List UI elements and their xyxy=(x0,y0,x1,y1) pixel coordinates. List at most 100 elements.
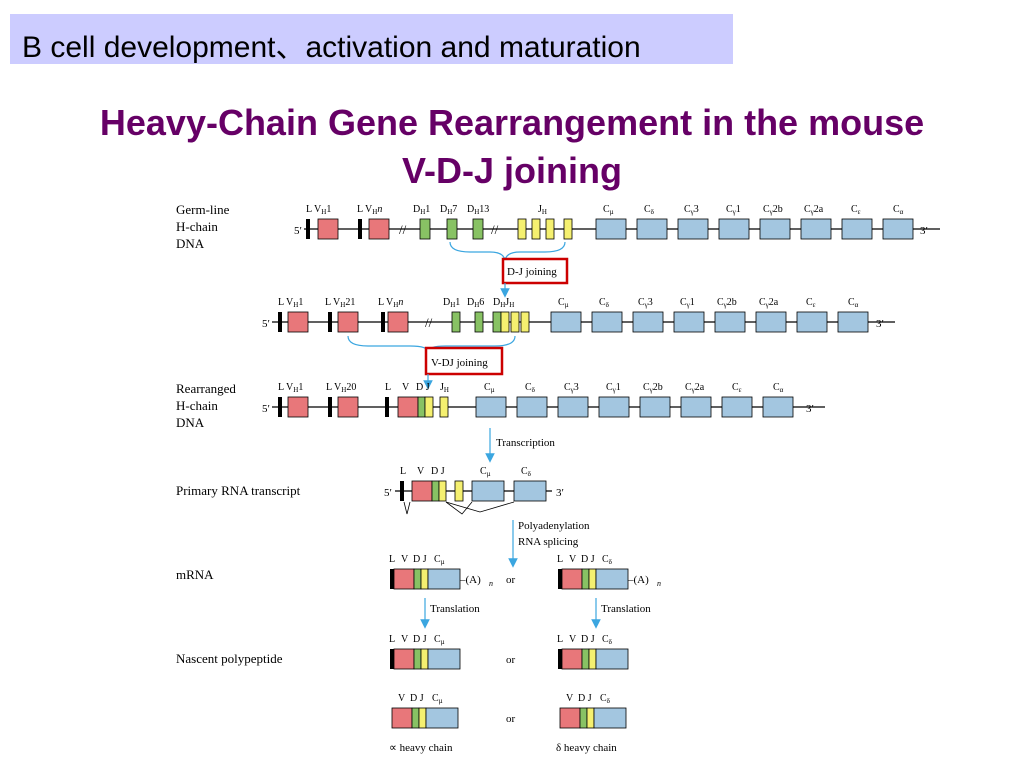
svg-text:Cε: Cε xyxy=(732,382,742,394)
d-segment xyxy=(581,568,590,590)
svg-text:L VH1: L VH1 xyxy=(278,297,303,309)
c-mu-segment xyxy=(550,311,582,333)
rna-splicing-label: RNA splicing xyxy=(518,536,579,548)
svg-text:Cγ2a: Cγ2a xyxy=(759,297,779,309)
svg-text:JH: JH xyxy=(440,382,449,394)
svg-text:L: L xyxy=(557,554,563,565)
svg-text:Cε: Cε xyxy=(806,297,816,309)
c-gamma2a-segment xyxy=(755,311,787,333)
c-gamma3-segment xyxy=(677,218,709,240)
or-text-nascent: or xyxy=(506,654,516,666)
svg-text:Cµ: Cµ xyxy=(434,634,445,646)
d-segment xyxy=(413,648,422,670)
break-mark: // xyxy=(491,222,499,237)
svg-text:Cγ1: Cγ1 xyxy=(726,204,741,216)
c-mu-segment xyxy=(427,648,461,670)
dj-joining-label: D-J joining xyxy=(507,266,557,278)
v-segment xyxy=(393,648,415,670)
c-mu-segment xyxy=(425,707,459,729)
j-segment xyxy=(418,707,427,729)
svg-text:Cγ3: Cγ3 xyxy=(564,382,579,394)
svg-text:Cγ2a: Cγ2a xyxy=(804,204,824,216)
svg-text:L VH21: L VH21 xyxy=(325,297,355,309)
rearranged-label-1: Rearranged xyxy=(176,381,236,396)
c-gamma2b-segment xyxy=(759,218,791,240)
c-mu-segment xyxy=(471,480,505,502)
v-segment xyxy=(561,568,583,590)
vdj-joining-label: V-DJ joining xyxy=(431,357,488,369)
vh-segment xyxy=(287,311,309,333)
c-gamma2a-segment xyxy=(680,396,712,418)
c-epsilon-segment xyxy=(721,396,753,418)
svg-text:V: V xyxy=(569,554,577,565)
vh-segment xyxy=(317,218,339,240)
d-segment xyxy=(413,568,422,590)
rearranged-label-3: DNA xyxy=(176,415,205,430)
svg-text:DHJH: DHJH xyxy=(493,297,514,309)
v-segment xyxy=(561,648,583,670)
v-segment xyxy=(411,480,433,502)
jh-segment xyxy=(545,218,555,240)
jh-segment xyxy=(454,480,464,502)
svg-text:Cδ: Cδ xyxy=(644,204,655,216)
svg-text:L: L xyxy=(400,466,406,477)
svg-text:L: L xyxy=(389,634,395,645)
d-segment xyxy=(581,648,590,670)
j-segment xyxy=(438,480,447,502)
svg-text:DH6: DH6 xyxy=(467,297,484,309)
svg-text:Cµ: Cµ xyxy=(434,554,445,566)
d-segment xyxy=(411,707,420,729)
svg-text:L VH20: L VH20 xyxy=(326,382,356,394)
break-mark: // xyxy=(399,222,407,237)
svg-text:Cµ: Cµ xyxy=(480,466,491,478)
svg-text:Cδ: Cδ xyxy=(600,693,611,705)
leader-segment xyxy=(381,312,385,332)
svg-text:D J: D J xyxy=(413,634,427,645)
svg-text:L VH1: L VH1 xyxy=(278,382,303,394)
svg-text:Cγ2b: Cγ2b xyxy=(763,204,783,216)
svg-text:V: V xyxy=(569,634,577,645)
jh-segment xyxy=(563,218,573,240)
slide-title-line1: Heavy-Chain Gene Rearrangement in the mo… xyxy=(99,102,925,143)
svg-text:D J: D J xyxy=(431,466,445,477)
jh-segment xyxy=(439,396,449,418)
svg-text:L: L xyxy=(557,634,563,645)
three-prime-label: 3′ xyxy=(876,318,884,330)
svg-text:DH13: DH13 xyxy=(467,204,489,216)
jh-segment xyxy=(517,218,527,240)
svg-text:JH: JH xyxy=(538,204,547,216)
c-delta-segment xyxy=(593,707,627,729)
svg-text:Cγ3: Cγ3 xyxy=(684,204,699,216)
dj-joining-box xyxy=(501,257,569,285)
dh-segment xyxy=(451,311,461,333)
germline-dna-row: 5′ 3′ // // L VH1 L VHn DH1 xyxy=(294,204,940,240)
vh-segment xyxy=(337,396,359,418)
three-prime-label: 3′ xyxy=(806,403,814,415)
d-segment xyxy=(417,396,426,418)
v-segment xyxy=(391,707,413,729)
poly-a-subscript: n xyxy=(489,579,493,588)
c-delta-segment xyxy=(595,648,629,670)
rearranged-label-2: H-chain xyxy=(176,398,218,413)
j-segment xyxy=(588,648,597,670)
vh-segment xyxy=(337,311,359,333)
svg-text:Cγ2b: Cγ2b xyxy=(643,382,663,394)
leader-segment xyxy=(278,312,282,332)
slide-title-line2: V-D-J joining xyxy=(402,150,622,191)
rearranged-segment-labels: L VH1 L VH20 L V D J JH Cµ Cδ Cγ3 Cγ1 Cγ… xyxy=(278,382,784,394)
svg-text:Cγ1: Cγ1 xyxy=(680,297,695,309)
c-gamma3-segment xyxy=(632,311,664,333)
primary-transcript-row: 5′ 3′ L V D J Cµ Cδ xyxy=(384,466,564,515)
svg-text:L: L xyxy=(389,554,395,565)
three-prime-label: 3′ xyxy=(556,487,564,499)
leader-segment xyxy=(385,397,389,417)
svg-text:Cγ3: Cγ3 xyxy=(638,297,653,309)
svg-text:V: V xyxy=(402,382,410,393)
svg-text:Cµ: Cµ xyxy=(484,382,495,394)
three-prime-label: 3′ xyxy=(920,225,928,237)
